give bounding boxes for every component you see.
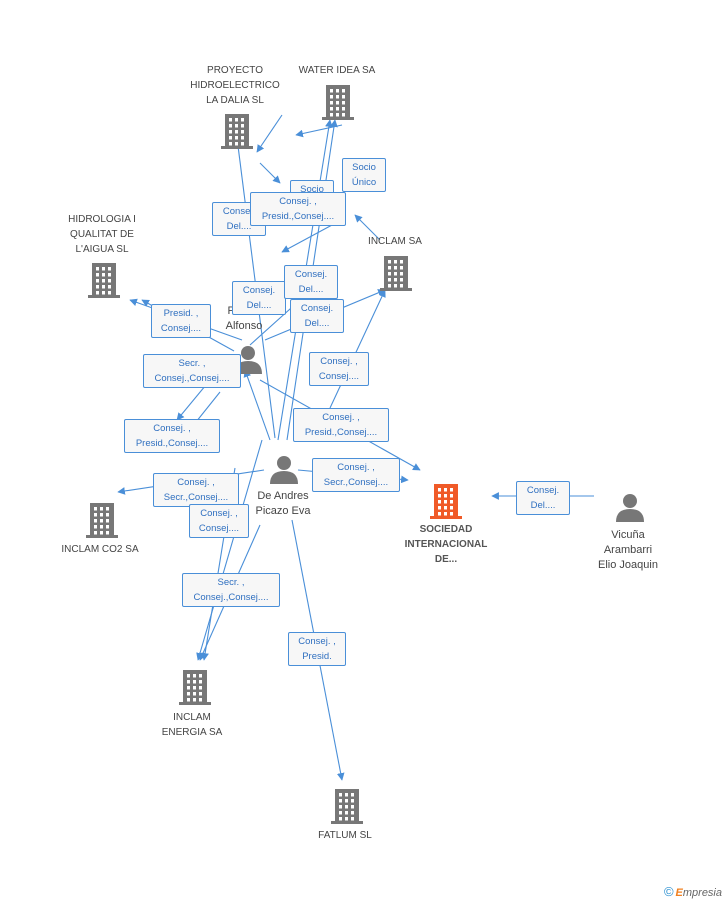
building-icon[interactable]	[221, 114, 253, 149]
node-label-water-idea[interactable]: WATER IDEA SA	[298, 65, 376, 76]
relation-badge[interactable]: Socio Único	[342, 158, 386, 192]
node-label-eva[interactable]: De Andres Picazo Eva	[255, 490, 311, 517]
relation-badge[interactable]: Consej. , Presid.,Consej....	[293, 408, 389, 442]
relation-edge	[354, 214, 381, 241]
icons-layer	[86, 85, 644, 824]
node-label-inclam-co2[interactable]: INCLAM CO2 SA	[61, 544, 139, 555]
relation-edge	[196, 439, 263, 661]
main-building-icon[interactable]	[430, 484, 462, 519]
node-label-hidrologia[interactable]: HIDROLOGIA I QUALITAT DE L'AIGUA SL	[68, 214, 136, 255]
building-icon[interactable]	[380, 256, 412, 291]
relation-edge	[256, 114, 283, 153]
building-icon[interactable]	[179, 670, 211, 705]
node-label-sociedad[interactable]: SOCIEDAD INTERNACIONAL DE...	[404, 524, 488, 565]
relation-badge[interactable]: Consej. , Presid.,Consej....	[250, 192, 346, 226]
relation-edge	[243, 369, 271, 441]
relation-badge[interactable]: Consej. , Presid.	[288, 632, 346, 666]
building-icon[interactable]	[331, 789, 363, 824]
person-icon[interactable]	[270, 456, 298, 484]
node-label-fatlum[interactable]: FATLUM SL	[318, 830, 372, 841]
building-icon[interactable]	[88, 263, 120, 298]
relation-badge[interactable]: Consej. Del....	[290, 299, 344, 333]
copyright-icon: ©	[663, 884, 674, 899]
relation-badge[interactable]: Secr. , Consej.,Consej....	[143, 354, 241, 388]
node-label-proyecto[interactable]: PROYECTO HIDROELECTRICO LA DALIA SL	[190, 65, 280, 106]
person-icon[interactable]	[234, 346, 262, 374]
node-label-inclam-energia[interactable]: INCLAM ENERGIA SA	[161, 712, 223, 738]
node-label-inclam[interactable]: INCLAM SA	[368, 236, 422, 247]
relation-badge[interactable]: Consej. Del....	[284, 265, 338, 299]
relation-badge[interactable]: Consej. Del....	[516, 481, 570, 515]
node-label-vicuna[interactable]: Vicuña Arambarri Elio Joaquin	[598, 529, 658, 571]
building-icon[interactable]	[322, 85, 354, 120]
relation-badge[interactable]: Consej. , Secr.,Consej....	[153, 473, 239, 507]
relation-badge[interactable]: Consej. , Consej....	[189, 504, 249, 538]
relation-edge	[295, 124, 343, 138]
relation-badge[interactable]: Consej. , Secr.,Consej....	[312, 458, 400, 492]
relation-badge[interactable]: Presid. , Consej....	[151, 304, 211, 338]
relation-edge	[259, 162, 281, 184]
building-icon[interactable]	[86, 503, 118, 538]
brand-name: mpresia	[682, 887, 722, 899]
brand-initial: E	[675, 887, 683, 899]
relation-badge[interactable]: Consej. , Consej....	[309, 352, 369, 386]
relation-badge[interactable]: Consej. Del....	[232, 281, 286, 315]
relation-badge[interactable]: Secr. , Consej.,Consej....	[182, 573, 280, 607]
person-icon[interactable]	[616, 494, 644, 522]
relation-badge[interactable]: Consej. , Presid.,Consej....	[124, 419, 220, 453]
relation-edge	[329, 289, 386, 409]
empresia-logo: ©Empresia	[664, 884, 722, 899]
